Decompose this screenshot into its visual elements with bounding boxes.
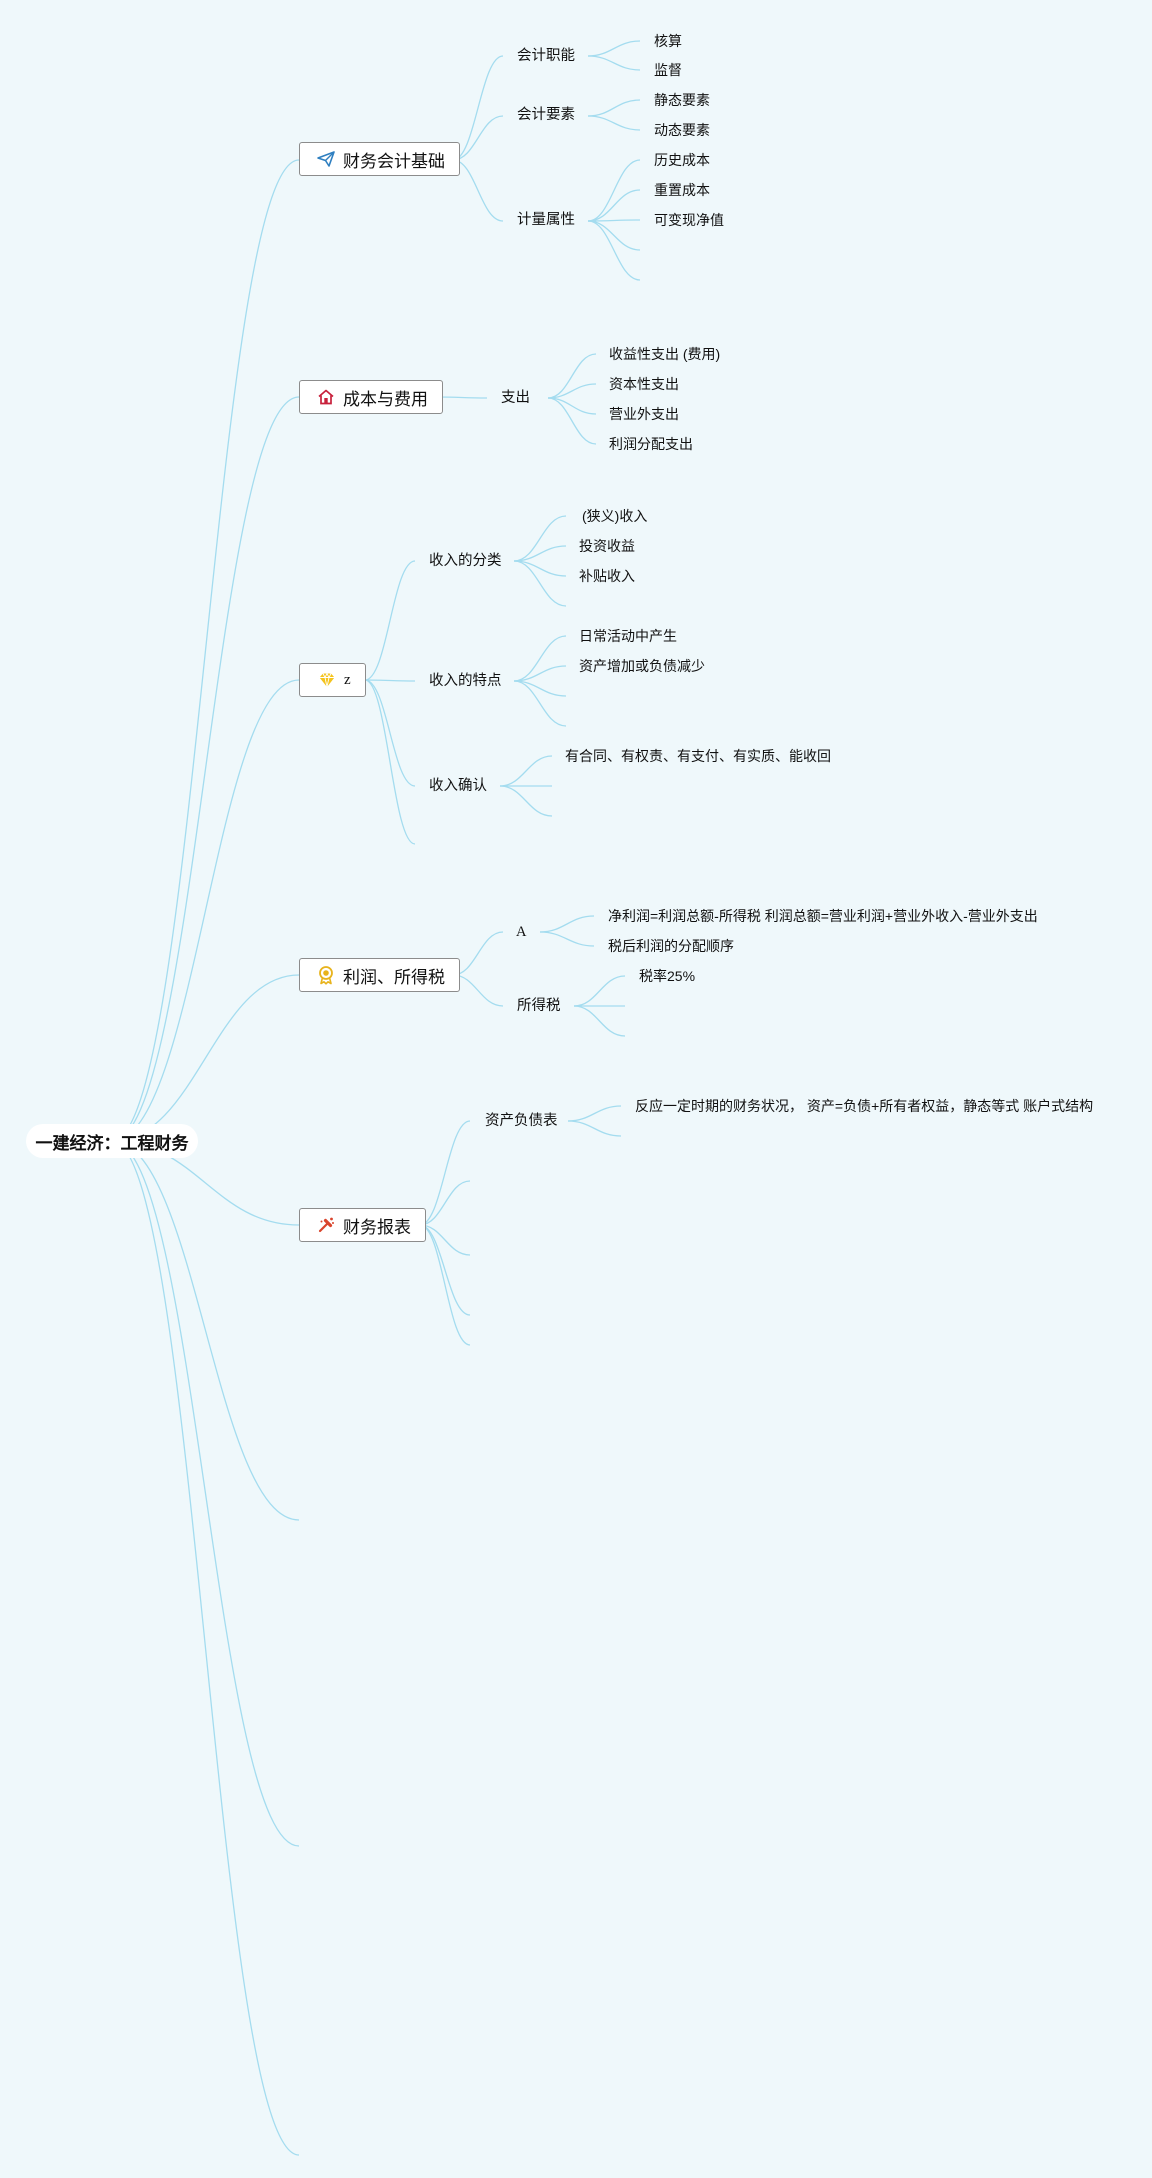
connector-line: [573, 975, 626, 1007]
connector-line: [587, 55, 641, 71]
branch-financial-statements[interactable]: 财务报表: [299, 1208, 426, 1242]
connector-line: [587, 99, 641, 117]
root-node[interactable]: 一建经济：工程财务: [26, 1124, 198, 1158]
leaf-node[interactable]: 重置成本: [654, 182, 710, 198]
branch-label: 财务报表: [343, 1217, 411, 1237]
node-accounting-elements[interactable]: 会计要素: [517, 107, 575, 123]
branch-profit-tax[interactable]: 利润、所得税: [299, 958, 460, 992]
leaf-node[interactable]: 核算: [654, 33, 682, 49]
house-icon: [316, 387, 336, 407]
branch-label: z: [344, 671, 351, 688]
diamond-icon: [317, 670, 337, 690]
branch-revenue[interactable]: z: [299, 663, 366, 697]
connector-line: [513, 680, 567, 727]
node-profit-a[interactable]: A: [516, 924, 527, 940]
node-income-tax[interactable]: 所得税: [517, 998, 561, 1014]
connector-line: [111, 1140, 300, 1847]
connector-line: [547, 383, 597, 399]
connector-line: [419, 1224, 471, 1316]
branch-financial-accounting[interactable]: 财务会计基础: [299, 142, 460, 176]
connector-line: [364, 679, 416, 787]
connector-line: [452, 55, 504, 161]
node-accounting-functions[interactable]: 会计职能: [517, 48, 575, 64]
connector-line: [435, 396, 488, 399]
leaf-node[interactable]: 动态要素: [654, 122, 710, 138]
branch-cost-expense[interactable]: 成本与费用: [299, 380, 443, 414]
connector-line: [573, 1005, 626, 1037]
connector-line: [364, 560, 416, 681]
leaf-node[interactable]: 监督: [654, 62, 682, 78]
leaf-node[interactable]: 历史成本: [654, 152, 710, 168]
connector-line: [539, 931, 595, 947]
connector-line: [587, 115, 641, 131]
leaf-node[interactable]: 投资收益: [579, 538, 635, 554]
connector-line: [111, 974, 300, 1142]
leaf-node[interactable]: 税后利润的分配顺序: [608, 938, 734, 954]
connector-line: [587, 220, 641, 281]
connector-line: [567, 1120, 622, 1137]
connector-line: [513, 515, 567, 562]
leaf-node[interactable]: 静态要素: [654, 92, 710, 108]
node-revenue-recognition[interactable]: 收入确认: [429, 778, 487, 794]
connector-line: [587, 40, 641, 57]
connector-line: [452, 974, 504, 1007]
connector-line: [547, 397, 597, 445]
connector-line: [513, 545, 567, 562]
root-label: 一建经济：工程财务: [35, 1133, 189, 1153]
connector-line: [539, 915, 595, 933]
leaf-node[interactable]: 净利润=利润总额-所得税 利润总额=营业利润+营业外收入-营业外支出: [608, 908, 1038, 924]
leaf-node[interactable]: 资产增加或负债减少: [579, 658, 705, 674]
leaf-node[interactable]: 资本性支出: [609, 376, 679, 392]
hammer-icon: [316, 1215, 336, 1235]
leaf-node[interactable]: 有合同、有权责、有支付、有实质、能收回: [565, 748, 831, 764]
connector-line: [419, 1180, 471, 1226]
node-expenditure[interactable]: 支出: [501, 390, 530, 406]
leaf-node[interactable]: 反应一定时期的财务状况， 资产=负债+所有者权益，静态等式 账户式结构: [635, 1098, 1094, 1114]
leaf-node[interactable]: 税率25%: [639, 968, 696, 984]
connector-line: [419, 1224, 471, 1346]
connector-line: [513, 665, 567, 682]
paper-plane-icon: [316, 149, 336, 169]
leaf-node[interactable]: 收益性支出 (费用): [609, 346, 721, 362]
leaf-node[interactable]: 利润分配支出: [609, 436, 693, 452]
connector-line: [587, 159, 641, 222]
connector-line: [587, 189, 641, 222]
connector-line: [419, 1120, 471, 1226]
node-revenue-classification[interactable]: 收入的分类: [429, 553, 502, 569]
branch-label: 财务会计基础: [343, 151, 445, 171]
connector-line: [111, 1140, 300, 2156]
branch-label: 成本与费用: [343, 389, 428, 409]
connector-line: [452, 159, 504, 222]
connector-line: [111, 1140, 300, 1521]
leaf-node[interactable]: 日常活动中产生: [579, 628, 677, 644]
connector-line: [499, 785, 553, 817]
connector-line: [513, 635, 567, 682]
branch-label: 利润、所得税: [343, 967, 445, 987]
leaf-node[interactable]: 可变现净值: [654, 212, 724, 228]
connector-line: [499, 755, 553, 787]
node-measurement-attributes[interactable]: 计量属性: [517, 212, 575, 228]
leaf-node[interactable]: 营业外支出: [609, 406, 679, 422]
connector-line: [547, 353, 597, 399]
leaf-node[interactable]: (狭义)收入: [582, 508, 648, 524]
node-balance-sheet[interactable]: 资产负债表: [485, 1113, 558, 1129]
connector-line: [111, 159, 300, 1142]
node-revenue-characteristics[interactable]: 收入的特点: [429, 673, 502, 689]
connector-line: [111, 679, 300, 1142]
connector-line: [587, 220, 641, 251]
leaf-node[interactable]: 补贴收入: [579, 568, 635, 584]
connector-line: [452, 115, 504, 161]
connector-line: [364, 679, 416, 682]
connector-line: [452, 931, 504, 976]
connector-line: [364, 679, 416, 845]
connector-line: [513, 560, 567, 607]
connector-line: [111, 396, 300, 1142]
connector-line: [567, 1105, 622, 1122]
medal-icon: [316, 965, 336, 985]
